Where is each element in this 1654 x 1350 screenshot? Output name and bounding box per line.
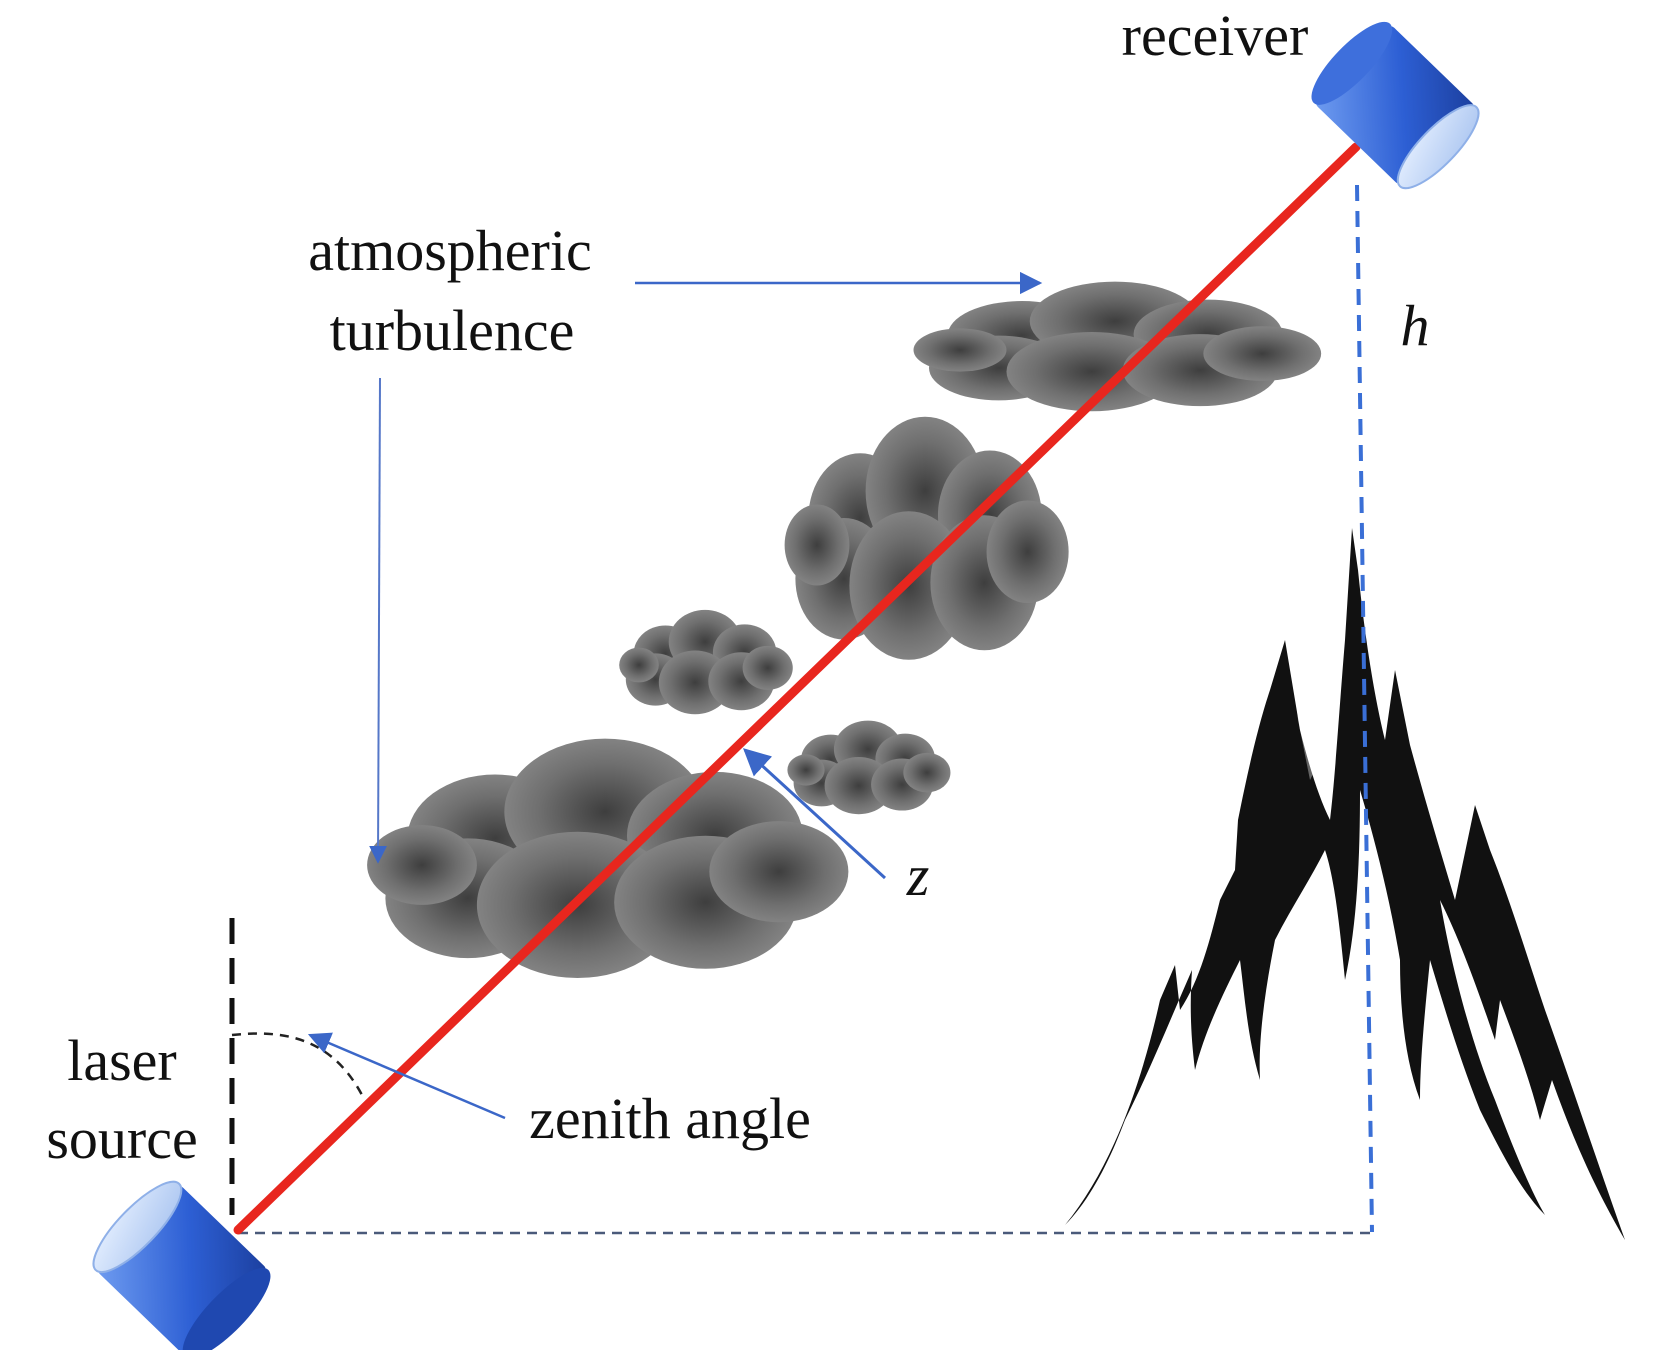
mountain-icon <box>1065 528 1625 1240</box>
cloud-icon <box>619 609 793 715</box>
cloud-icon <box>787 720 951 815</box>
height-dashed-line <box>1355 184 1374 1233</box>
laser-label: laser <box>67 1028 177 1093</box>
laser-beam <box>233 142 1361 1235</box>
cloud-icon <box>913 281 1322 412</box>
turbulence-label: turbulence <box>330 298 575 363</box>
laser-source-cylinder-icon <box>92 1180 271 1350</box>
zenith-angle-arc <box>231 1032 364 1096</box>
receiver-cylinder-icon <box>1311 21 1480 190</box>
z-arrow <box>743 748 887 880</box>
z-label: z <box>906 843 930 908</box>
h-label: h <box>1401 293 1430 358</box>
receiver-label: receiver <box>1122 3 1309 68</box>
turbulence-arrow-down <box>369 377 388 864</box>
atmospheric-label: atmospheric <box>308 218 591 283</box>
cloud-icon <box>367 738 849 979</box>
zenith-angle-label: zenith angle <box>529 1086 811 1151</box>
cloud-icon <box>784 416 1069 660</box>
source-label: source <box>46 1106 197 1171</box>
zenith-angle-arrow <box>307 1032 506 1120</box>
